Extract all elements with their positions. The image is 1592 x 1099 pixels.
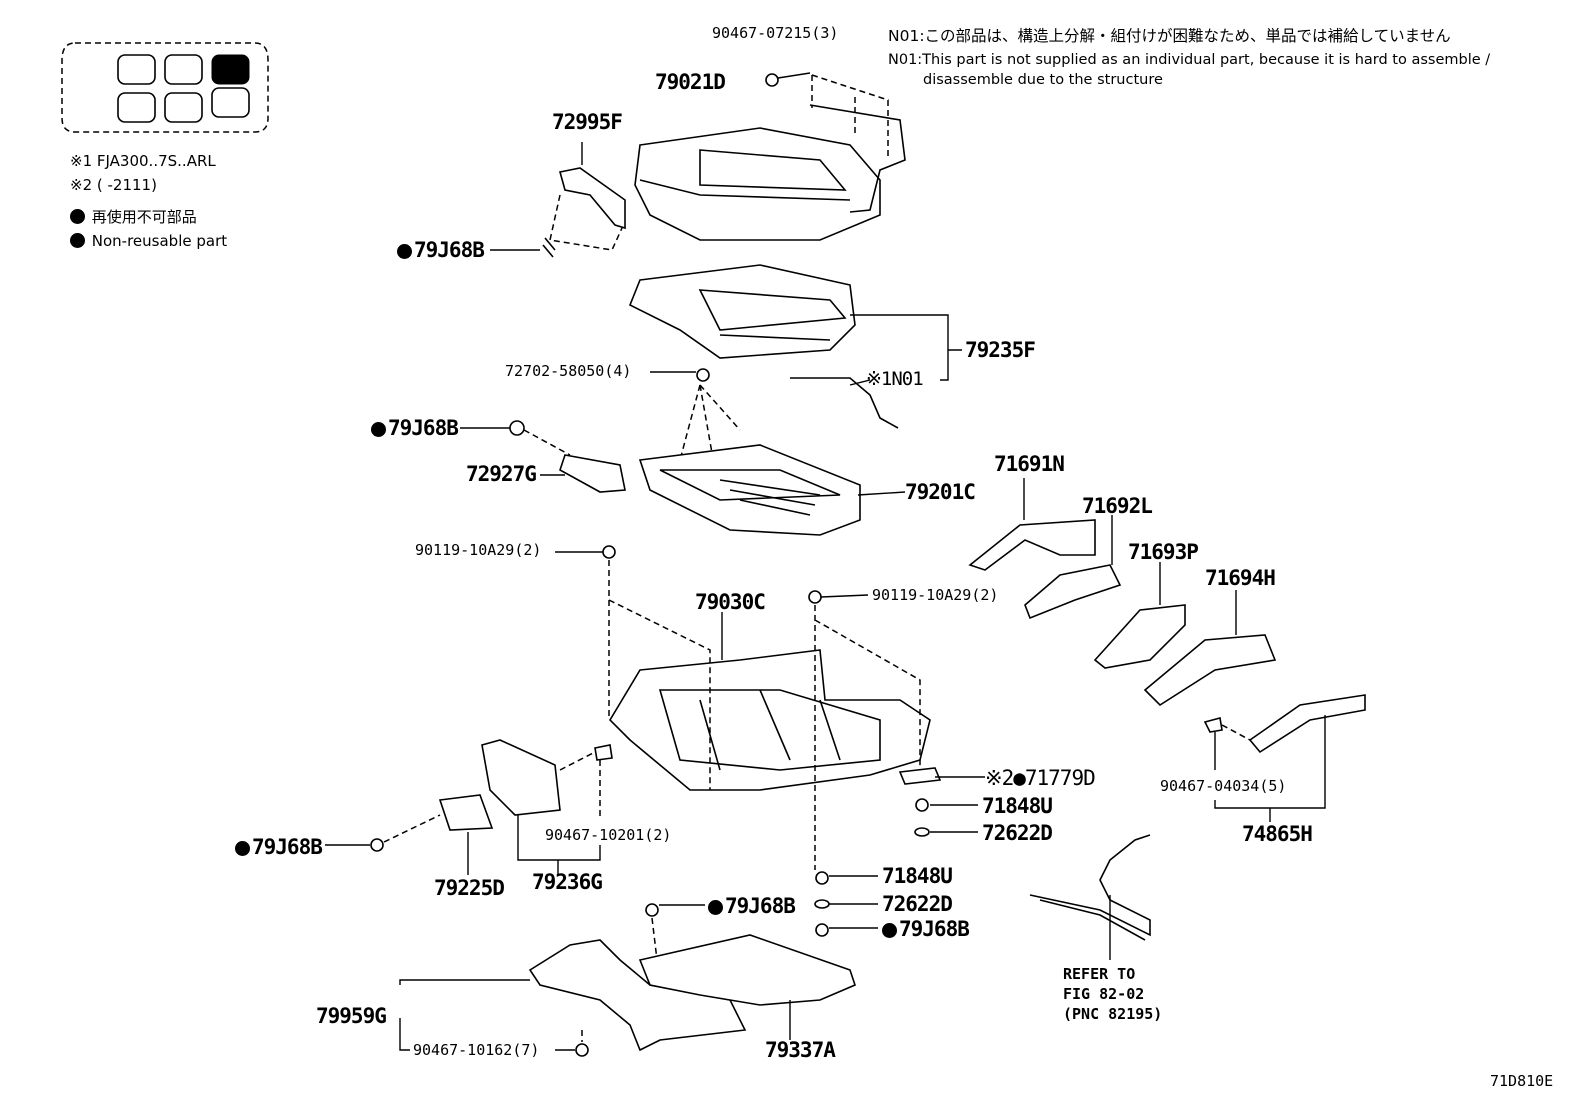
non-reusable-dot-icon	[371, 422, 386, 437]
under-cover-79337A	[638, 934, 856, 1006]
legend-nonreusable-jp-text: 再使用不可部品	[91, 208, 197, 226]
part-label[interactable]: 71848U	[982, 794, 1053, 818]
part-label[interactable]: 72622D	[982, 821, 1053, 845]
part-label[interactable]: 79J68B	[882, 917, 970, 941]
filled-circle-icon	[70, 209, 85, 224]
rail-cover-71693P	[1093, 604, 1186, 669]
part-label[interactable]: 72995F	[552, 110, 623, 134]
note-n01-en-2: disassemble due to the structure	[923, 72, 1163, 88]
non-reusable-dot-icon	[882, 923, 897, 938]
legend-nonreusable-jp: 再使用不可部品	[70, 206, 197, 227]
refer-line-3: (PNC 82195)	[1063, 1005, 1163, 1023]
part-label[interactable]: 90467-10201(2)	[545, 826, 672, 844]
part-label[interactable]: ※1N01	[866, 368, 924, 390]
part-label[interactable]: 90467-07215(3)	[712, 24, 839, 42]
legend-ref2: ※2 ( -2111)	[70, 176, 157, 194]
part-label[interactable]: 79J68B	[235, 835, 323, 859]
part-label[interactable]: 90119-10A29(2)	[415, 541, 542, 559]
part-label[interactable]: 79959G	[316, 1004, 387, 1028]
part-label[interactable]: 72622D	[882, 892, 953, 916]
part-number: 79J68B	[414, 238, 485, 262]
legend-ref1: ※1 FJA300..7S..ARL	[70, 152, 216, 170]
part-label[interactable]: 79J68B	[397, 238, 485, 262]
part-label[interactable]: 79021D	[655, 70, 726, 94]
rail-cover-71692L	[1024, 564, 1122, 620]
seat-adjuster-frame	[608, 649, 931, 791]
non-reusable-dot-icon	[235, 841, 250, 856]
part-label[interactable]: 79J68B	[708, 894, 796, 918]
part-label[interactable]: 79030C	[695, 590, 766, 614]
part-label[interactable]: 79201C	[905, 480, 976, 504]
refer-line-1: REFER TO	[1063, 965, 1136, 983]
part-label[interactable]: 79225D	[434, 876, 505, 900]
seat-cushion-pad	[628, 264, 856, 359]
legend-nonreusable-en-text: Non-reusable part	[91, 232, 228, 250]
cushion-side-cover	[558, 167, 626, 230]
non-reusable-dot-icon	[397, 244, 412, 259]
part-label[interactable]: 72927G	[466, 462, 537, 486]
note-n01-jp: N01:この部品は、構造上分解・組付けが困難なため、単品では補給していません	[888, 27, 1451, 45]
refer-line-2: FIG 82-02	[1063, 985, 1145, 1003]
rail-cover-71694H	[1143, 634, 1277, 707]
part-number: 79J68B	[388, 416, 459, 440]
rail-cover-71691N	[968, 519, 1096, 571]
part-label[interactable]: 71691N	[994, 452, 1065, 476]
rail-cover-74865H	[1248, 694, 1366, 754]
part-label[interactable]: 90467-10162(7)	[413, 1041, 540, 1059]
cover-79236G	[481, 739, 561, 816]
part-label[interactable]: ※2●71779D	[985, 766, 1096, 790]
seat-position-icon	[61, 42, 269, 133]
cushion-frame	[638, 444, 861, 536]
filled-circle-icon	[70, 233, 85, 248]
part-label[interactable]: 71848U	[882, 864, 953, 888]
part-label[interactable]: 71693P	[1128, 540, 1199, 564]
part-label[interactable]: 79235F	[965, 338, 1036, 362]
note-n01-en-1: N01:This part is not supplied as an indi…	[888, 52, 1491, 68]
part-label[interactable]: 71694H	[1205, 566, 1276, 590]
part-label[interactable]: 90467-04034(5)	[1160, 777, 1287, 795]
part-label[interactable]: 79J68B	[371, 416, 459, 440]
legend-nonreusable-en: Non-reusable part	[70, 232, 227, 250]
part-label[interactable]: 90119-10A29(2)	[872, 586, 999, 604]
part-number: 79J68B	[725, 894, 796, 918]
seat-cushion-cover	[634, 104, 906, 241]
part-label[interactable]: 79337A	[765, 1038, 836, 1062]
part-label[interactable]: 74865H	[1242, 822, 1313, 846]
cushion-bracket	[559, 454, 626, 493]
figure-code: 71D810E	[1490, 1072, 1554, 1090]
part-label[interactable]: 79236G	[532, 870, 603, 894]
cover-79225D	[438, 794, 494, 831]
part-number: 79J68B	[899, 917, 970, 941]
part-number: 79J68B	[252, 835, 323, 859]
part-label[interactable]: 71692L	[1082, 494, 1153, 518]
non-reusable-dot-icon	[708, 900, 723, 915]
under-cover-79959G	[528, 939, 747, 1052]
part-label[interactable]: 72702-58050(4)	[505, 362, 632, 380]
